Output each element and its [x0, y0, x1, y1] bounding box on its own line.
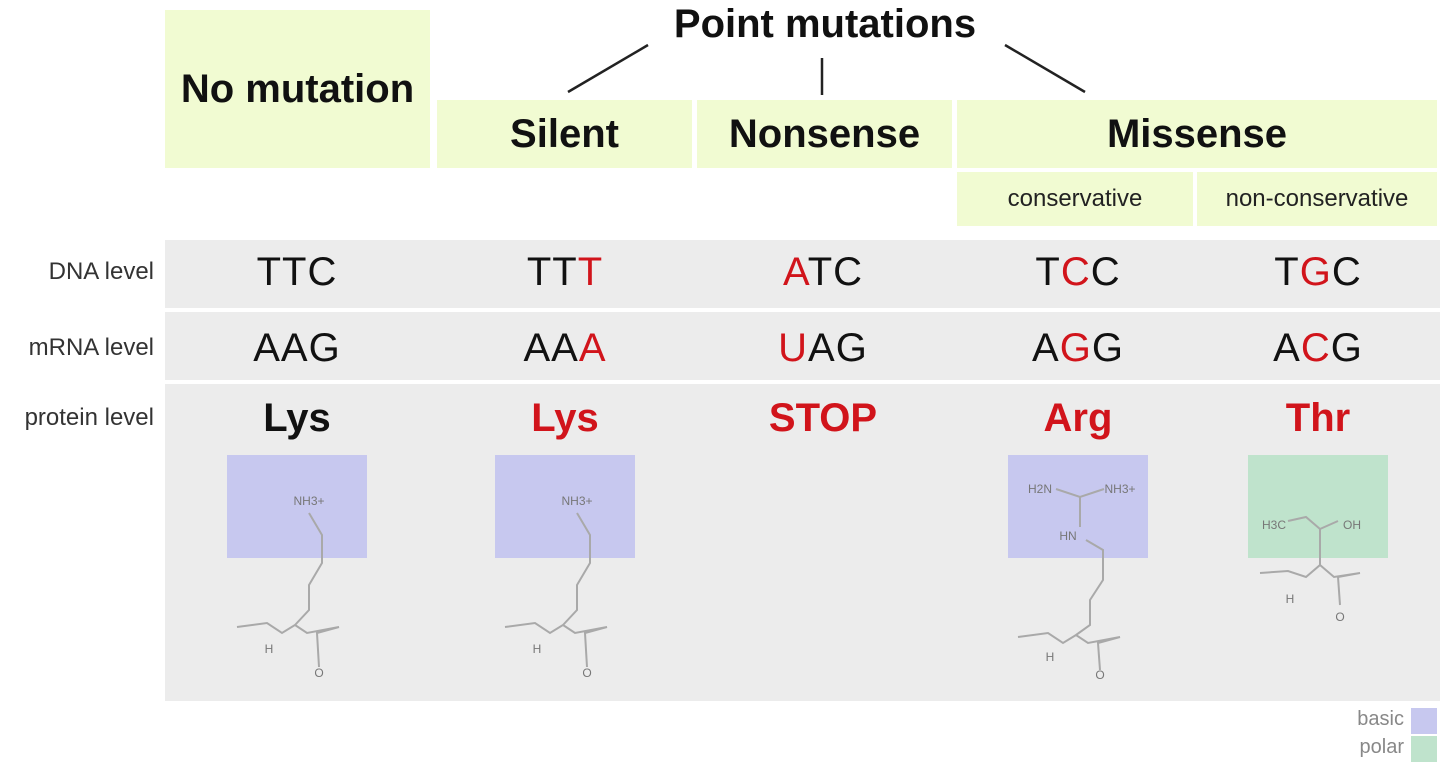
side-chain-line: [236, 512, 323, 635]
base: C: [1331, 250, 1362, 294]
side-chain-line: [1017, 539, 1104, 645]
no-mutation-protein: Lys: [263, 396, 331, 440]
carbonyl-o-label: O: [582, 666, 591, 680]
no-mutation-dna-codon: TTC: [167, 250, 427, 295]
carbonyl-o-label: O: [1095, 668, 1104, 682]
non-conservative-label: non-conservative: [1225, 185, 1409, 212]
mutated-base: G: [1059, 326, 1092, 370]
h2n-label: H2N: [1028, 482, 1052, 496]
side-chain-box: [227, 455, 367, 558]
silent-label: Silent: [510, 111, 619, 156]
silent-mrna-codon: AAA: [435, 326, 695, 371]
protein-row-band: [165, 384, 1440, 701]
base: TTC: [256, 250, 338, 294]
backbone-h-label: H: [1286, 592, 1295, 606]
backbone-line: [294, 624, 340, 668]
point-mutations-title: Point mutations: [673, 2, 977, 46]
nh3-label: NH3+: [1104, 482, 1135, 496]
mrna-level-label: mRNA level: [28, 334, 154, 361]
base: AG: [808, 326, 868, 370]
dna-row-band: [165, 240, 1440, 308]
missense-non-conservative-mrna-codon: ACG: [1188, 326, 1440, 371]
hn-label: HN: [1059, 529, 1076, 543]
non-conservative-header: non-conservative: [1197, 172, 1437, 226]
mutated-base: C: [1060, 250, 1091, 294]
backbone-c-line: [1319, 564, 1361, 606]
base: T: [1274, 250, 1300, 294]
base: AA: [523, 326, 579, 370]
legend-polar-swatch: [1411, 736, 1437, 762]
lysine-structure: NH3+ H O: [227, 455, 367, 680]
backbone-n-line: [1259, 529, 1321, 579]
base: A: [1273, 326, 1301, 370]
base: G: [1091, 326, 1124, 370]
dna-level-label: DNA level: [48, 258, 154, 285]
nonsense-dna-codon: ATC: [693, 250, 953, 295]
legend-basic-label: basic: [1357, 708, 1404, 730]
silent-protein: Lys: [531, 396, 599, 440]
base: TT: [526, 250, 578, 294]
no-mutation-header: No mutation: [165, 10, 430, 168]
arginine-structure: H2N NH3+ HN H O: [1008, 455, 1148, 682]
legend-basic-swatch: [1411, 708, 1437, 734]
mutated-base: U: [778, 326, 809, 370]
nonsense-mrna-codon: UAG: [693, 326, 953, 371]
conservative-header: conservative: [957, 172, 1193, 226]
base: TC: [807, 250, 864, 294]
tree-connectors: [567, 43, 1086, 95]
lysine-structure: NH3+ H O: [495, 455, 635, 680]
nonsense-protein: STOP: [768, 396, 878, 440]
missense-label: Missense: [1106, 111, 1288, 156]
hydroxyl-label: OH: [1343, 518, 1361, 532]
backbone-h-label: H: [1046, 650, 1055, 664]
mutated-base: A: [782, 250, 808, 294]
side-chain-box: [1008, 455, 1148, 558]
nonsense-header: Nonsense: [697, 100, 952, 168]
nonsense-label: Nonsense: [728, 111, 921, 156]
side-chain-line: [504, 512, 591, 635]
methyl-label: H3C: [1262, 518, 1286, 532]
connector-missense: [1004, 43, 1086, 94]
connector-silent: [567, 43, 649, 94]
threonine-structure: H3C OH H O: [1248, 455, 1388, 624]
legend-polar-label: polar: [1359, 736, 1404, 758]
backbone-h-label: H: [265, 642, 274, 656]
amine-label: NH3+: [293, 494, 324, 508]
base: T: [1035, 250, 1061, 294]
missense-conservative-protein: Arg: [1043, 396, 1113, 440]
protein-level-label: protein level: [24, 404, 154, 431]
mutated-base: A: [578, 326, 607, 370]
mutated-base: C: [1300, 326, 1331, 370]
amine-label: NH3+: [561, 494, 592, 508]
mrna-row-band: [165, 312, 1440, 380]
no-mutation-label: No mutation: [180, 66, 415, 111]
base: C: [1090, 250, 1121, 294]
missense-header: Missense: [957, 100, 1437, 168]
no-mutation-mrna-codon: AAG: [167, 326, 427, 371]
base: G: [1330, 326, 1363, 370]
base: AAG: [253, 326, 341, 370]
mutated-base: G: [1299, 250, 1332, 294]
missense-conservative-mrna-codon: AGG: [948, 326, 1208, 371]
conservative-label: conservative: [1007, 185, 1143, 212]
carbonyl-o-label: O: [1335, 610, 1344, 624]
missense-non-conservative-protein: Thr: [1285, 396, 1351, 440]
mutated-base: T: [577, 250, 604, 294]
missense-conservative-dna-codon: TCC: [948, 250, 1208, 295]
backbone-h-label: H: [533, 642, 542, 656]
base: A: [1032, 326, 1060, 370]
missense-non-conservative-dna-codon: TGC: [1188, 250, 1440, 295]
backbone-line: [562, 624, 608, 668]
side-chain-line: [1287, 515, 1339, 531]
carbonyl-o-label: O: [314, 666, 323, 680]
side-chain-box: [495, 455, 635, 558]
backbone-line: [1075, 634, 1121, 671]
side-chain-box: [1248, 455, 1388, 558]
silent-dna-codon: TTT: [435, 250, 695, 295]
silent-header: Silent: [437, 100, 692, 168]
